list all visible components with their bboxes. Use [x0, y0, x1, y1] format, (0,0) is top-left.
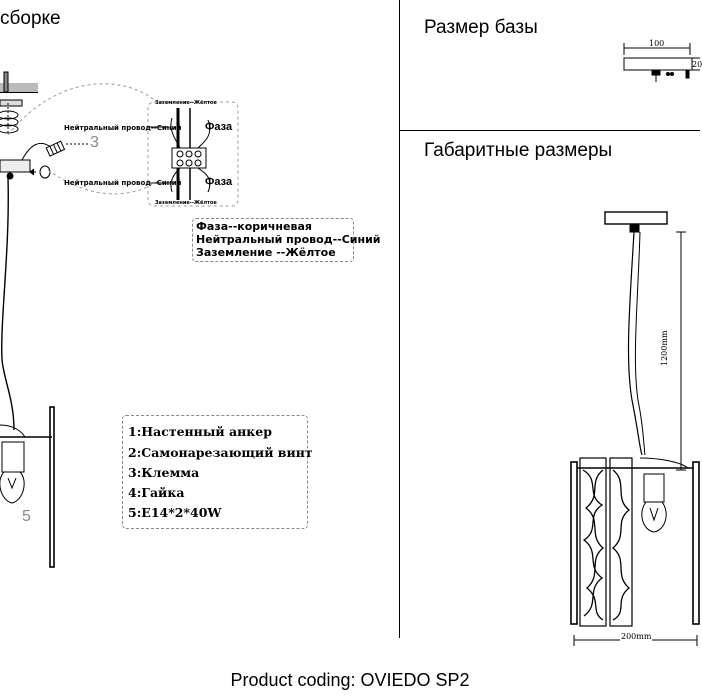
- vertical-divider: [399, 0, 400, 638]
- assembly-title-fragment: сборке: [0, 8, 61, 29]
- horizontal-divider: [400, 130, 700, 131]
- part-1: 1:Настенный анкер: [128, 424, 272, 439]
- neutral-wire-label-top: Нейтральный провод--Синий: [64, 124, 182, 132]
- ground-wire-label-top: Заземление--Жёлтое: [155, 100, 217, 106]
- legend-ground: Заземление --Жёлтое: [196, 246, 336, 259]
- neutral-wire-label-bottom: Нейтральный провод--Синий: [64, 179, 182, 187]
- overall-dims-drawing: [570, 211, 700, 646]
- base-size-title: Размер базы: [424, 17, 538, 38]
- legend-neutral: Нейтральный провод--Синий: [196, 233, 381, 246]
- part-5: 5:E14*2*40W: [128, 505, 222, 520]
- part-2: 2:Самонарезающий винт: [128, 445, 313, 460]
- legend-phase: Фаза--коричневая: [196, 220, 312, 233]
- color-legend-box: [192, 218, 354, 262]
- callout-5: 5: [22, 508, 31, 525]
- base-height-label: 20: [692, 60, 702, 69]
- ground-wire-label-bottom: Заземление--Жёлтое: [155, 200, 217, 206]
- width-200-label: 200mm: [620, 632, 653, 641]
- callout-3: 3: [90, 134, 99, 151]
- overall-dims-title: Габаритные размеры: [424, 140, 613, 161]
- phase-label-top: Фаза: [205, 121, 233, 133]
- part-3: 3:Клемма: [128, 465, 200, 480]
- parts-list-box: [122, 415, 308, 529]
- phase-label-bottom: Фаза: [205, 176, 233, 188]
- ceiling-mount-illustration: [0, 71, 161, 568]
- wiring-detail: [147, 101, 239, 207]
- product-code-footer: Product coding: OVIEDO SP2: [230, 670, 470, 690]
- base-width-label: 100: [649, 39, 665, 48]
- part-4: 4:Гайка: [128, 485, 185, 500]
- base-size-drawing: [623, 43, 700, 82]
- height-1200-label: 1200mm: [660, 330, 669, 366]
